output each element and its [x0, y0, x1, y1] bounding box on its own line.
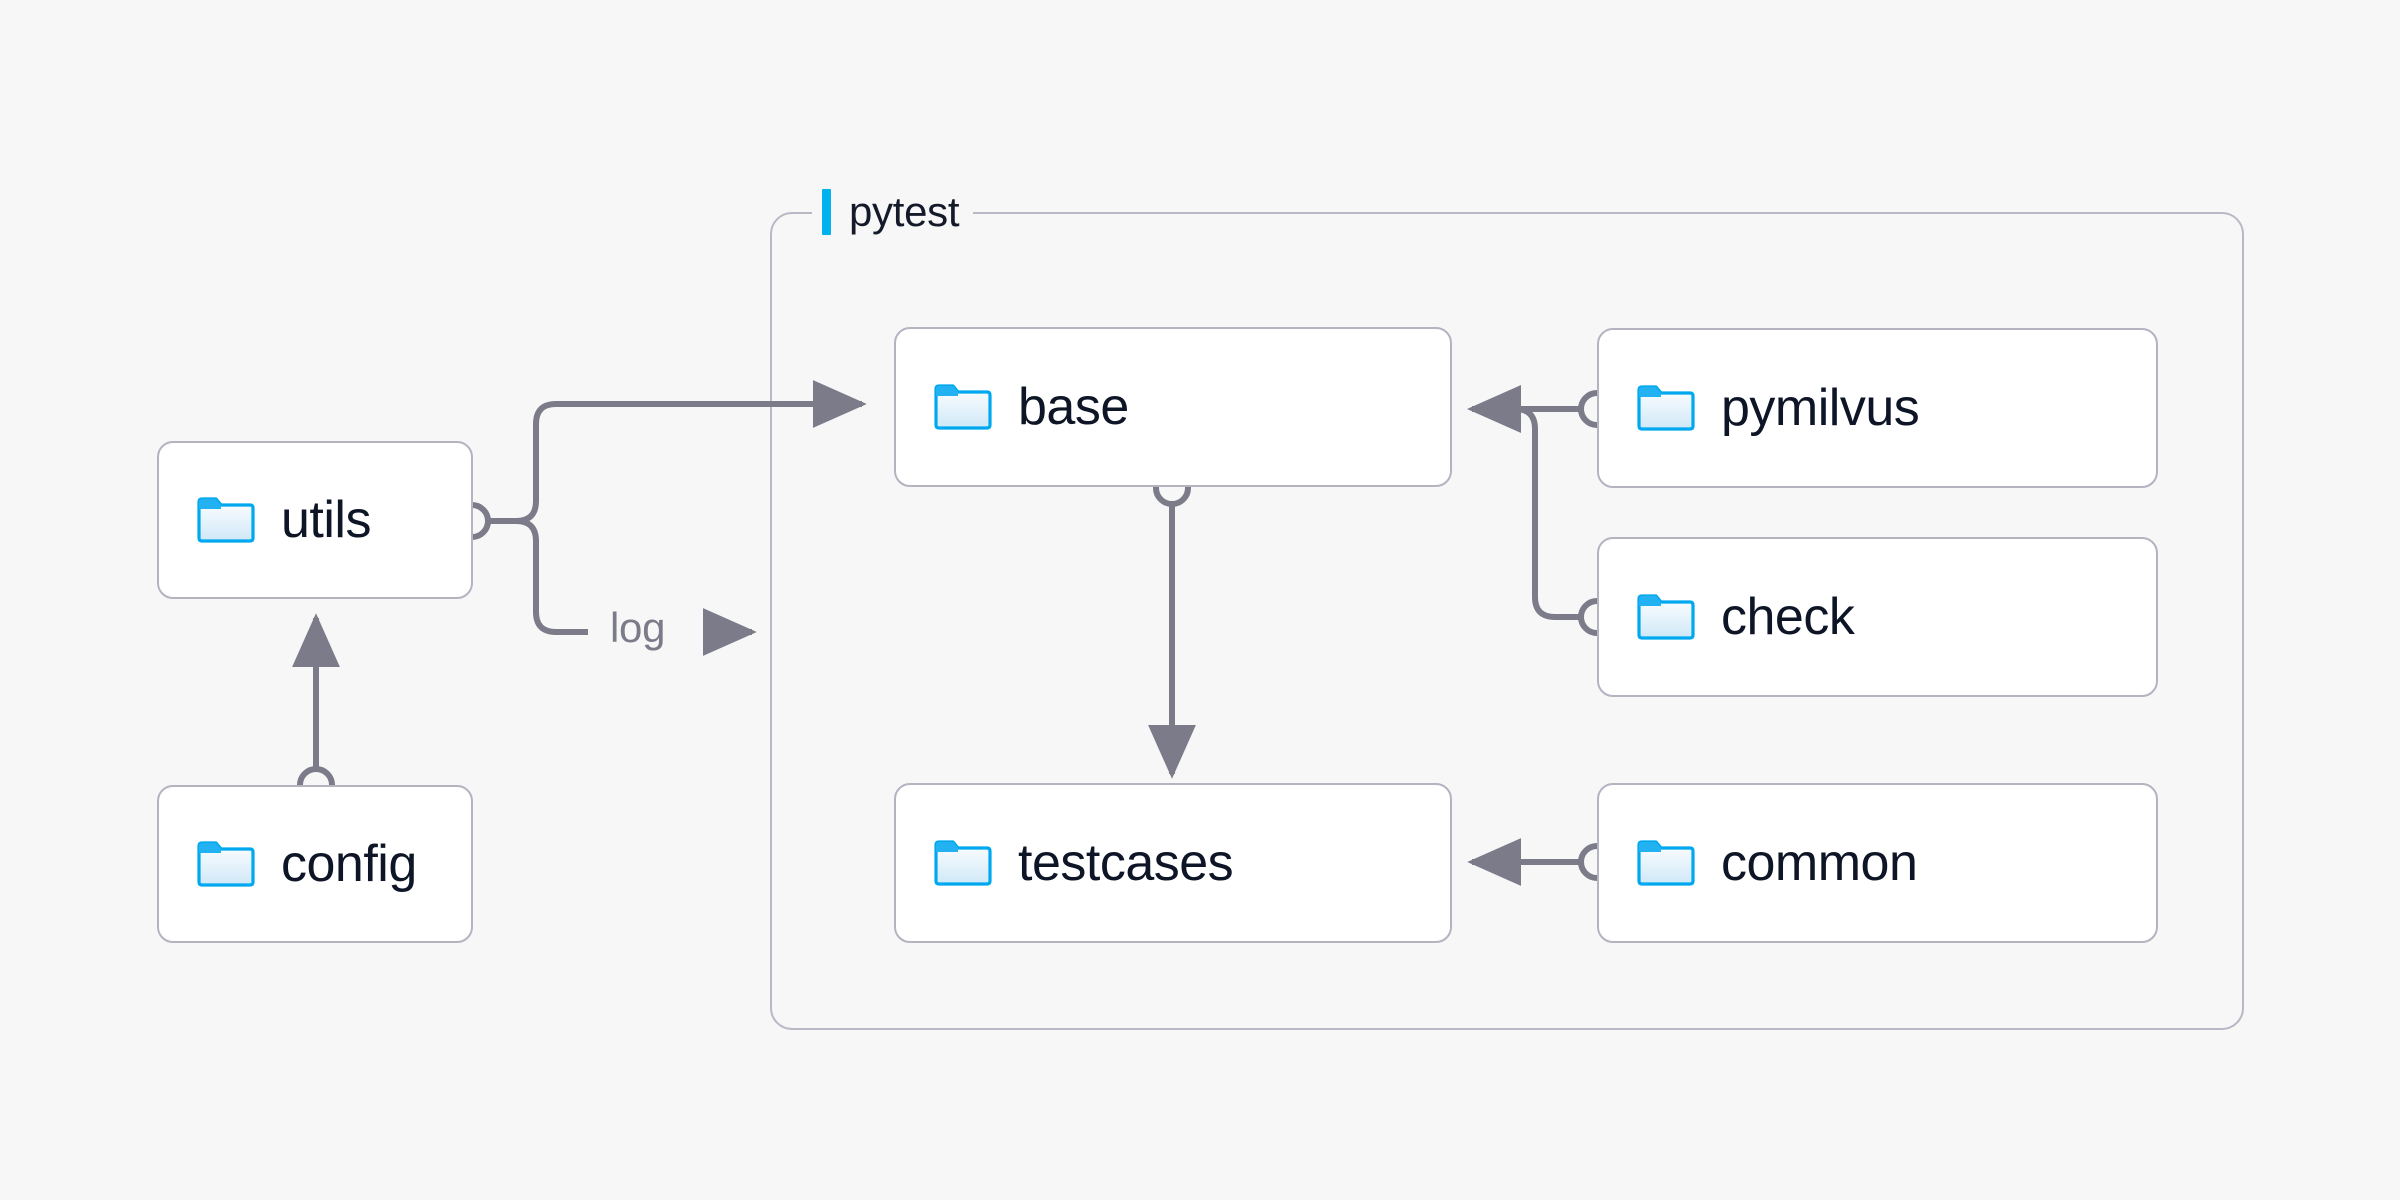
node-label-check: check	[1721, 588, 1855, 646]
folder-icon	[1637, 594, 1695, 640]
group-title-label: pytest	[849, 188, 960, 235]
node-label-config: config	[281, 835, 417, 893]
edge-utils-to-log	[478, 518, 588, 635]
folder-icon	[1637, 840, 1695, 886]
folder-icon	[197, 497, 255, 543]
node-testcases[interactable]: testcases	[894, 783, 1452, 943]
pytest-group-title: pytest	[812, 188, 974, 236]
node-label-testcases: testcases	[1018, 834, 1234, 892]
node-config[interactable]: config	[157, 785, 473, 943]
folder-icon	[934, 384, 992, 430]
folder-icon	[1637, 385, 1695, 431]
node-label-pymilvus: pymilvus	[1721, 379, 1920, 437]
node-pymilvus[interactable]: pymilvus	[1597, 328, 2158, 488]
node-label-base: base	[1018, 378, 1129, 436]
folder-icon	[197, 841, 255, 887]
edge-utils-to-base	[478, 380, 867, 524]
node-check[interactable]: check	[1597, 537, 2158, 697]
group-accent-bar	[822, 189, 831, 235]
node-base[interactable]: base	[894, 327, 1452, 487]
node-utils[interactable]: utils	[157, 441, 473, 599]
pytest-group-container	[770, 212, 2244, 1030]
node-label-utils: utils	[281, 491, 371, 549]
node-label-common: common	[1721, 834, 1918, 892]
node-common[interactable]: common	[1597, 783, 2158, 943]
folder-icon	[934, 840, 992, 886]
edge-check-to-base	[1467, 385, 1580, 620]
edge-label-log: log	[602, 604, 674, 652]
